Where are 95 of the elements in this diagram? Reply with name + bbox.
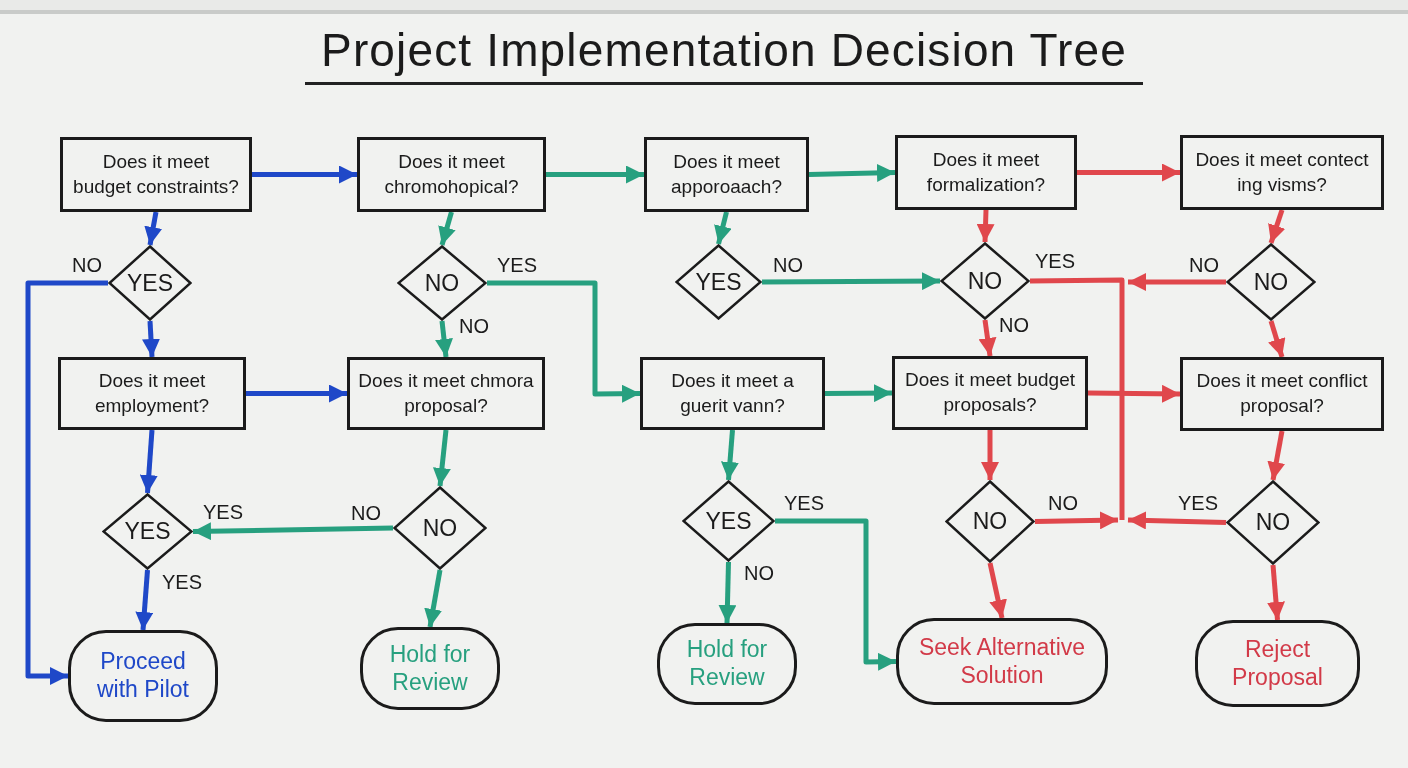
- outcome-terminal: [68, 630, 218, 722]
- decision-label: YES: [124, 520, 171, 543]
- arrow: [1034, 511, 1119, 530]
- edge-label: NO: [349, 503, 383, 523]
- decision-diamond: [397, 245, 487, 321]
- outcome-terminal: [896, 618, 1108, 705]
- question-text: Does it meet chromohopical?: [383, 149, 520, 199]
- arrow: [1127, 511, 1227, 530]
- edge-label: YES: [782, 493, 827, 513]
- arrow: [435, 320, 453, 358]
- arrow: [1268, 320, 1286, 358]
- arrow: [144, 211, 163, 246]
- question-text: Does it meet formalization?: [925, 147, 1047, 197]
- arrow: [25, 280, 108, 685]
- arrow: [720, 429, 739, 481]
- arrow: [546, 165, 644, 184]
- title: Project Implementation Decision Tree: [321, 23, 1127, 78]
- decision-label: YES: [695, 270, 742, 294]
- decision-label: NO: [422, 516, 458, 540]
- question-box: [60, 137, 252, 212]
- question-box: [1180, 357, 1384, 431]
- arrow: [1268, 209, 1286, 244]
- arrow: [718, 561, 737, 624]
- question-box: [640, 357, 825, 430]
- decision-label: NO: [972, 510, 1008, 533]
- question-text: Does it meet chmora proposal?: [358, 368, 534, 418]
- decision-diamond: [1226, 480, 1320, 565]
- decision-diamond: [108, 245, 192, 321]
- arrow: [135, 569, 154, 631]
- arrow: [252, 165, 357, 184]
- arrow: [825, 384, 892, 403]
- outcome-text: Hold for Review: [388, 640, 472, 697]
- outcome-text: Seek Alternative Solution: [917, 633, 1087, 690]
- outcome-terminal: [1195, 620, 1360, 707]
- edge-label: NO: [1187, 255, 1221, 275]
- arrow: [139, 429, 158, 494]
- question-text: Does it meet conflict proposal?: [1195, 369, 1369, 418]
- decision-label: NO: [1255, 511, 1291, 534]
- question-text: Does it meet employment?: [93, 368, 211, 418]
- decision-label: NO: [424, 271, 460, 295]
- edge-label: YES: [1176, 493, 1221, 513]
- arrow: [808, 163, 896, 182]
- arrow: [775, 518, 897, 671]
- edge-label: NO: [771, 255, 805, 275]
- arrow: [1087, 384, 1181, 403]
- edge-label: YES: [1033, 251, 1078, 271]
- decision-diamond: [1226, 243, 1316, 321]
- question-box: [892, 356, 1088, 430]
- decision-diamond: [675, 244, 762, 320]
- arrow: [1128, 273, 1226, 291]
- arrow: [432, 429, 451, 487]
- question-box: [895, 135, 1077, 210]
- arrow: [142, 320, 160, 358]
- arrow: [981, 430, 999, 480]
- arrow: [978, 319, 997, 357]
- arrow: [714, 211, 732, 245]
- arrow: [192, 522, 394, 541]
- question-box: [357, 137, 546, 212]
- arrow: [438, 211, 456, 246]
- arrow: [1077, 163, 1180, 182]
- arrow: [1267, 564, 1285, 621]
- question-box: [58, 357, 246, 430]
- edge-label: YES: [160, 572, 205, 592]
- edge-label: NO: [70, 255, 104, 275]
- question-box: [644, 137, 809, 212]
- decision-label: YES: [705, 509, 752, 533]
- decision-diamond: [682, 480, 775, 562]
- decision-label: NO: [967, 269, 1003, 293]
- edge-label: NO: [742, 563, 776, 583]
- decision-label: NO: [1253, 270, 1289, 294]
- decision-diamond: [940, 242, 1030, 320]
- question-text: Does it meet apporoaach?: [670, 149, 783, 199]
- arrow: [487, 280, 641, 403]
- question-box: [347, 357, 545, 430]
- edge-label: NO: [1046, 493, 1080, 513]
- arrow: [1267, 430, 1286, 481]
- arrow: [976, 209, 995, 243]
- question-text: Does it meet contect ing visms?: [1194, 147, 1370, 197]
- outcome-text: Proceed with Pilot: [95, 648, 190, 704]
- arrow: [424, 569, 443, 628]
- outcome-text: Reject Proposal: [1231, 635, 1324, 692]
- arrow: [246, 384, 347, 403]
- decision-diamond: [945, 480, 1035, 563]
- arrow: [762, 272, 940, 291]
- question-text: Does it meet a guerit vann?: [670, 368, 795, 418]
- outcome-text: Hold for Review: [685, 636, 769, 692]
- question-text: Does it meet budget constraints?: [72, 149, 240, 199]
- decision-label: YES: [127, 271, 173, 295]
- edge-label: YES: [495, 255, 540, 275]
- question-text: Does it meet budget proposals?: [903, 368, 1076, 417]
- decision-diamond: [393, 486, 487, 570]
- arrow: [987, 562, 1007, 619]
- question-box: [1180, 135, 1384, 210]
- decision-diamond: [102, 493, 193, 570]
- branch-label: YES: [203, 502, 244, 522]
